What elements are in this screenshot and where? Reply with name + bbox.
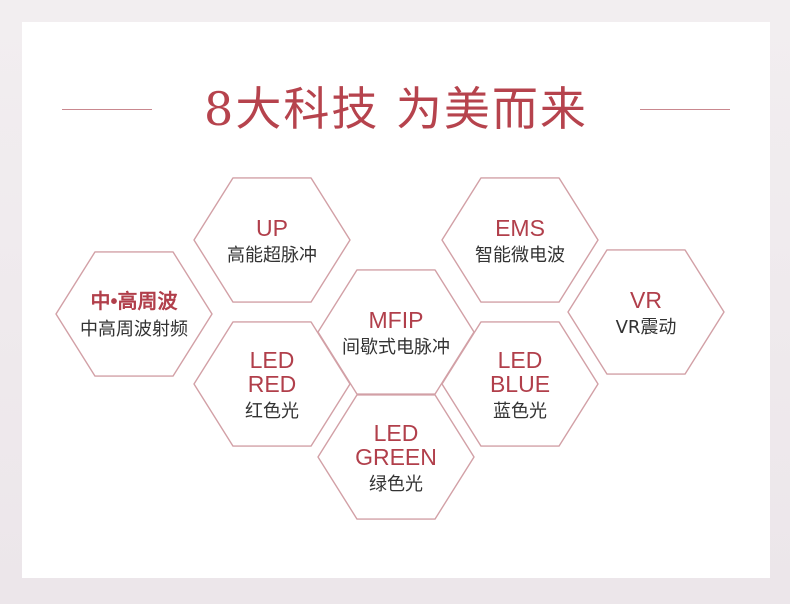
hex-title: LED xyxy=(373,420,419,446)
hexagon-ems xyxy=(441,177,599,303)
content-card: 8大科技 为美而来 中•高周波 中高周波射频 UP 高能超脉冲 LED RED … xyxy=(22,22,770,578)
hexagon-mfip xyxy=(317,269,475,395)
hex-subtitle: 间歇式电脉冲 xyxy=(342,337,450,358)
hex-title: LED xyxy=(249,347,295,373)
title-divider-right xyxy=(640,109,730,110)
hexagon-led-red xyxy=(193,321,351,447)
hex-label-mfip: MFIP 间歇式电脉冲 xyxy=(326,308,466,360)
hex-title-line2: RED xyxy=(247,371,297,397)
hex-label-vr: VR VR震动 xyxy=(576,288,716,340)
hex-title: LED xyxy=(497,347,543,373)
hex-title: MFIP xyxy=(368,307,424,333)
hex-title: 中•高周波 xyxy=(90,291,178,313)
hex-title: UP xyxy=(256,215,288,241)
hexagon-up xyxy=(193,177,351,303)
hex-title: VR xyxy=(630,287,662,313)
hex-subtitle: 中高周波射频 xyxy=(80,319,188,340)
hexagon-zhonggaozhou xyxy=(55,251,213,377)
hex-subtitle: 智能微电波 xyxy=(475,245,565,266)
hex-subtitle: 高能超脉冲 xyxy=(227,245,317,266)
hex-title-line2: GREEN xyxy=(355,444,437,470)
hex-label-zhonggaozhou: 中•高周波 中高周波射频 xyxy=(64,290,204,342)
hex-subtitle: 红色光 xyxy=(245,401,299,422)
hex-subtitle: 蓝色光 xyxy=(493,401,547,422)
title-row: 8大科技 为美而来 xyxy=(22,74,770,144)
hex-label-led-blue: LED BLUE 蓝色光 xyxy=(450,348,590,424)
hex-title-line2: BLUE xyxy=(489,371,551,397)
hex-subtitle: 绿色光 xyxy=(369,474,423,495)
hex-label-up: UP 高能超脉冲 xyxy=(202,216,342,268)
hex-title: EMS xyxy=(495,215,545,241)
page-title: 8大科技 为美而来 xyxy=(204,82,588,136)
hexagon-vr xyxy=(567,249,725,375)
title-divider-left xyxy=(62,109,152,110)
hex-label-led-red: LED RED 红色光 xyxy=(202,348,342,424)
hex-label-ems: EMS 智能微电波 xyxy=(450,216,590,268)
hex-subtitle: VR震动 xyxy=(615,317,677,338)
hexagon-led-green xyxy=(317,394,475,520)
hexagon-grid xyxy=(55,177,725,520)
hex-label-led-green: LED GREEN 绿色光 xyxy=(326,421,466,497)
hexagon-led-blue xyxy=(441,321,599,447)
